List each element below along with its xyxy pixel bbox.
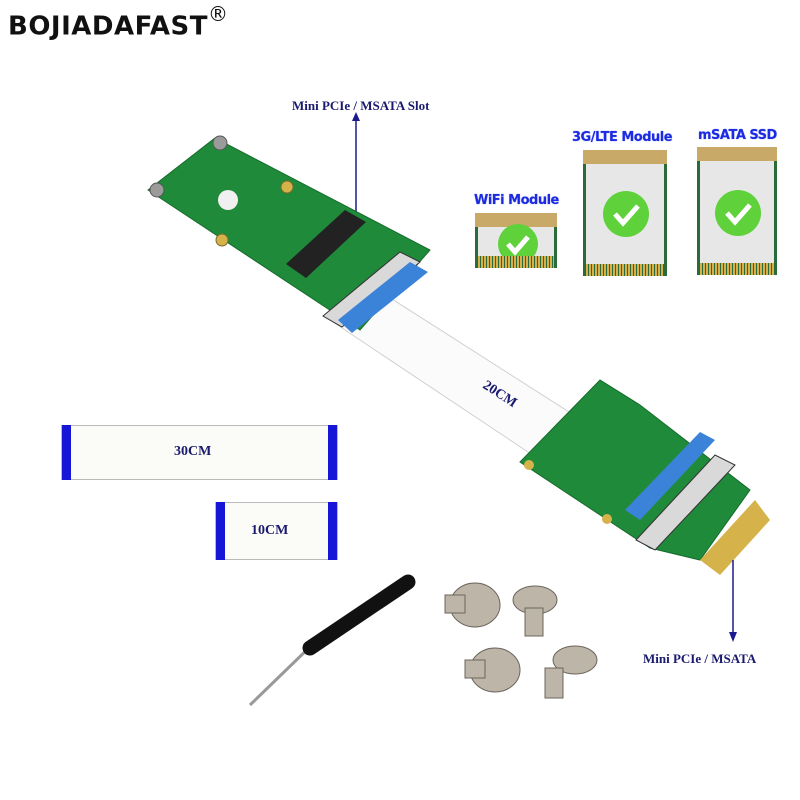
wifi-module xyxy=(475,213,557,268)
accessories xyxy=(248,574,598,707)
cable-10cm-label: 10CM xyxy=(251,523,289,538)
top-adapter-board xyxy=(147,135,431,333)
wifi-module-label: WiFi Module xyxy=(474,193,559,208)
connector-arrow-icon xyxy=(729,560,737,642)
screw-icon xyxy=(444,582,598,699)
connector-label: Mini PCIe / MSATA xyxy=(643,651,757,666)
lte-module-label: 3G/LTE Module xyxy=(572,130,673,145)
msata-label: mSATA SSD xyxy=(698,128,777,143)
cable-30cm: 30CM xyxy=(61,425,338,480)
registered-mark: ® xyxy=(207,2,229,26)
module-top-edge xyxy=(583,150,667,164)
gold-fingers xyxy=(700,263,774,275)
msata-module xyxy=(697,147,777,275)
cable-end xyxy=(216,502,225,560)
cable-end xyxy=(328,502,337,560)
slot-label: Mini PCIe / MSATA Slot xyxy=(292,98,430,113)
bottom-adapter-board xyxy=(519,379,770,575)
cable-10cm: 10CM xyxy=(215,502,338,560)
lte-module xyxy=(583,150,667,276)
check-icon xyxy=(603,191,649,237)
brand-name: BOJIADAFAST xyxy=(8,11,208,42)
cable-end xyxy=(328,425,337,480)
cable-end xyxy=(62,425,71,480)
cable-30cm-label: 30CM xyxy=(174,444,212,459)
gold-fingers xyxy=(478,256,554,268)
module-top-edge xyxy=(475,213,557,227)
screwdriver-icon xyxy=(248,574,416,707)
gold-fingers xyxy=(586,264,664,276)
check-icon xyxy=(715,190,761,236)
slot-arrow-icon xyxy=(352,112,360,216)
brand-logo: BOJIADAFAST® xyxy=(8,2,228,42)
module-top-edge xyxy=(697,147,777,161)
